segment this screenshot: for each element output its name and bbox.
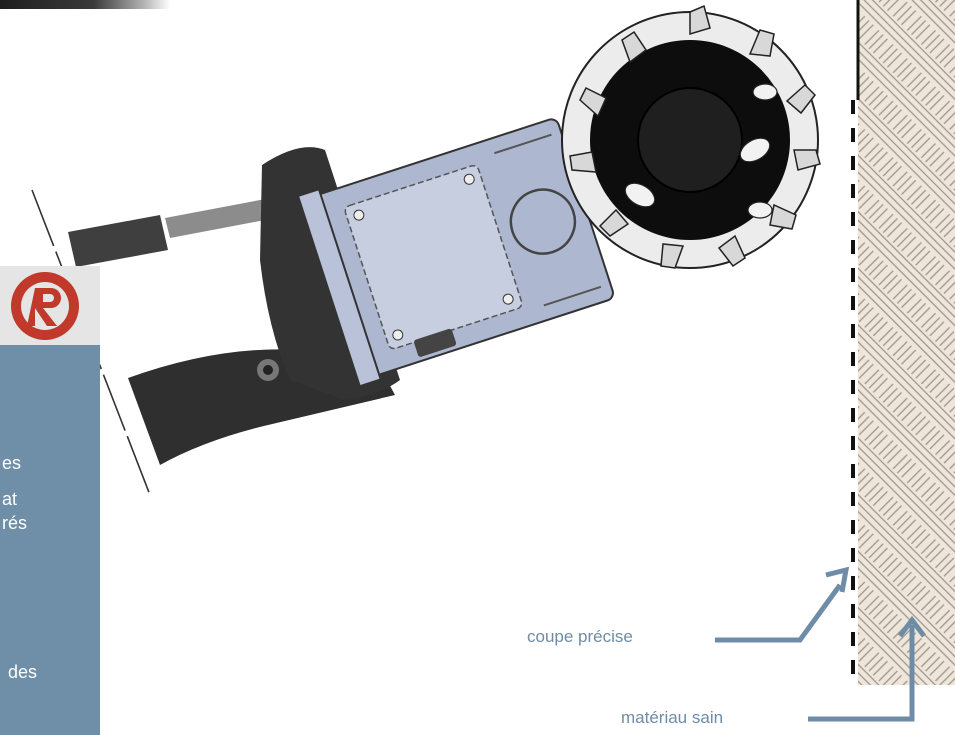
panel-text-line-3: rés	[2, 513, 28, 533]
label-precise-cut: coupe précise	[527, 627, 633, 646]
arrow-precise-cut	[715, 566, 850, 643]
label-sound-material: matériau sain	[621, 708, 724, 727]
logo-box	[0, 266, 100, 346]
cutter-body	[296, 118, 614, 388]
cutting-drum	[561, 4, 821, 269]
header-gradient-bar	[0, 0, 170, 9]
side-panel: es at rés des	[0, 345, 100, 735]
panel-text-line-1: es	[2, 453, 22, 473]
panel-text-line-4: des	[8, 662, 38, 682]
arrow-sound-material	[808, 615, 926, 722]
sound-material-hatch	[858, 0, 955, 685]
logo-r-icon	[11, 272, 79, 340]
panel-text-line-2: at	[2, 489, 18, 509]
